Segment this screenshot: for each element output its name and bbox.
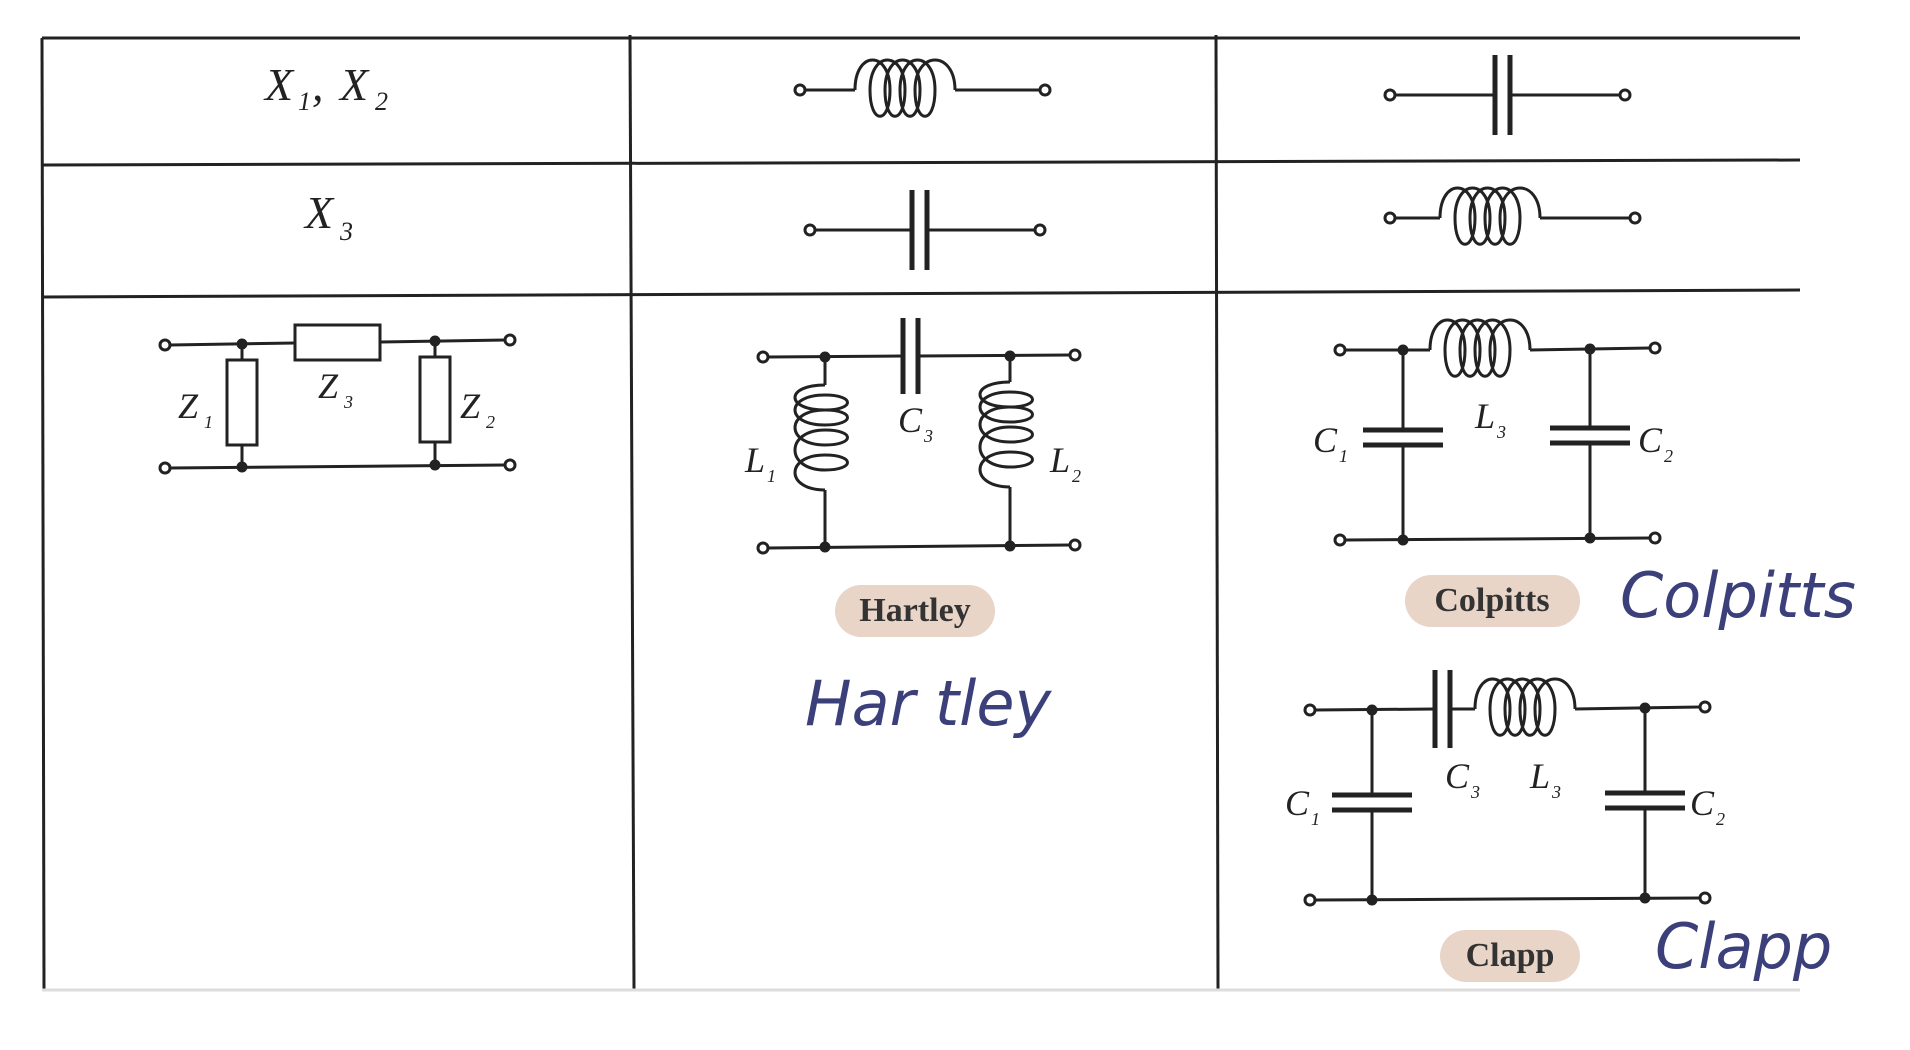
z2-box	[418, 355, 452, 444]
colpitts-l3-label: L	[1474, 396, 1495, 436]
svg-text:3: 3	[343, 392, 353, 412]
clapp-title-bg	[1440, 930, 1580, 982]
row1-header-text: X	[263, 59, 295, 110]
z3-label: Z	[318, 366, 339, 406]
colpitts-c2-label: C	[1638, 420, 1663, 460]
svg-text:3: 3	[1470, 782, 1480, 802]
colpitts-circuit	[1333, 318, 1662, 547]
row2-header: X 3	[303, 187, 353, 246]
handwritten-clapp: Clapp	[1655, 910, 1832, 983]
row2-header-text: X	[303, 187, 335, 238]
hartley-l2-label: L	[1049, 440, 1070, 480]
handwritten-hartley: Har tley	[805, 667, 1052, 740]
svg-text:2: 2	[1664, 446, 1673, 466]
svg-text:,: ,	[312, 59, 324, 110]
svg-text:3: 3	[923, 426, 933, 446]
clapp-circuit	[1303, 670, 1712, 907]
svg-text:2: 2	[1072, 466, 1081, 486]
hartley-l1-label: L	[744, 440, 765, 480]
inductor-symbol-row1-col2	[793, 58, 1052, 118]
svg-text:1: 1	[204, 412, 213, 432]
clapp-title: Clapp	[1466, 937, 1555, 974]
z1-box	[225, 358, 259, 447]
svg-text:3: 3	[1496, 422, 1506, 442]
clapp-c3-label: C	[1445, 756, 1470, 796]
clapp-c2-label: C	[1690, 783, 1715, 823]
generic-pi-network	[158, 323, 517, 475]
hartley-title: Hartley	[859, 592, 970, 629]
svg-text:1: 1	[1339, 446, 1348, 466]
inductor-symbol-row2-col3	[1383, 186, 1642, 246]
z2-label: Z	[460, 386, 481, 426]
svg-text:2: 2	[375, 87, 388, 116]
colpitts-title: Colpitts	[1434, 582, 1549, 619]
colpitts-title-bg	[1405, 575, 1580, 627]
row1-header: X 1 , X 2	[263, 59, 388, 116]
capacitor-symbol-row1-col3	[1383, 55, 1632, 135]
svg-text:1: 1	[767, 466, 776, 486]
hartley-title-bg	[835, 585, 995, 637]
svg-text:3: 3	[1551, 782, 1561, 802]
colpitts-c1-label: C	[1313, 420, 1338, 460]
z3-box	[293, 323, 382, 362]
hartley-circuit	[756, 318, 1082, 555]
svg-text:3: 3	[339, 217, 353, 246]
svg-text:2: 2	[486, 412, 495, 432]
clapp-c1-label: C	[1285, 783, 1310, 823]
table-grid	[40, 34, 1801, 992]
handwritten-colpitts: Colpitts	[1620, 559, 1856, 632]
hartley-c3-label: C	[898, 400, 923, 440]
z1-label: Z	[178, 386, 199, 426]
svg-text:1: 1	[298, 87, 311, 116]
svg-text:1: 1	[1311, 809, 1320, 829]
clapp-l3-label: L	[1529, 756, 1550, 796]
svg-text:2: 2	[1716, 809, 1725, 829]
capacitor-symbol-row2-col2	[803, 190, 1047, 270]
svg-text:X: X	[338, 59, 370, 110]
